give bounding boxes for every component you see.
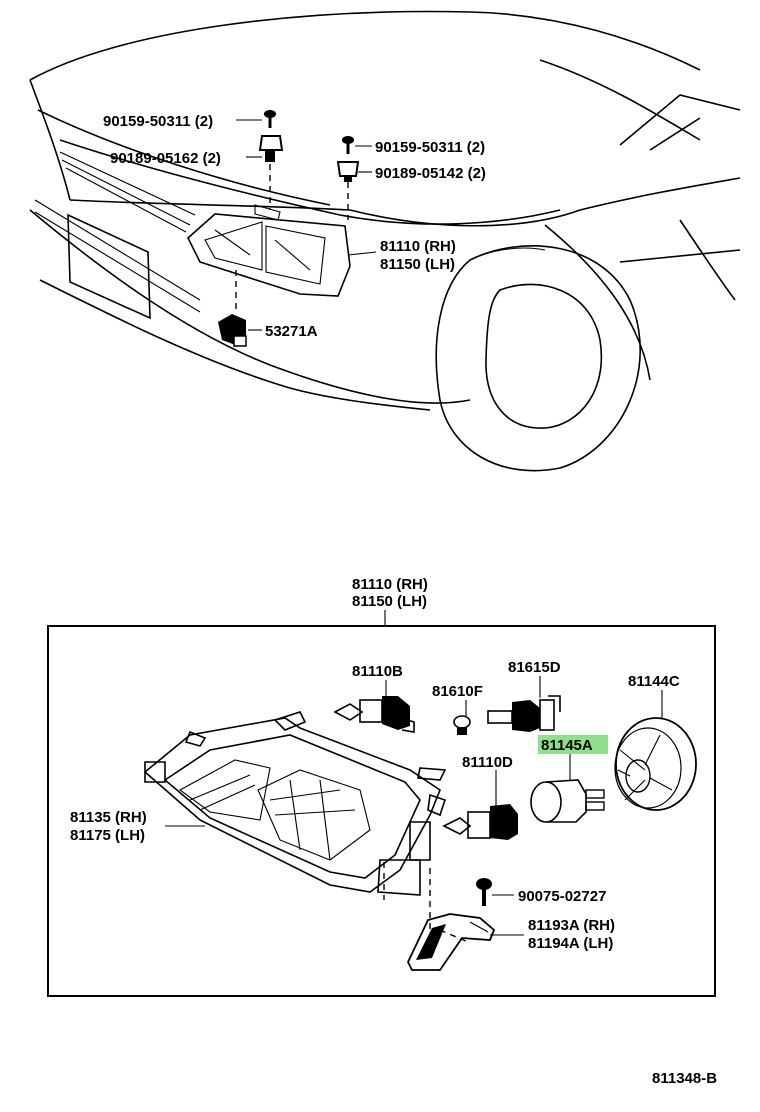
top-view-leader-lines	[235, 119, 377, 331]
figure-code: 811348-B	[652, 1070, 717, 1087]
label-bulb-small: 81610F	[432, 683, 483, 700]
label-bolt-b: 90159-50311 (2)	[375, 139, 485, 156]
low-beam-bulb-icon	[442, 804, 518, 840]
detail-leader-lines	[165, 676, 663, 943]
part-highlight	[538, 735, 608, 754]
label-bulb-high: 81110B	[352, 663, 403, 680]
label-lens-lh: 81175 (LH)	[70, 827, 145, 844]
detail-frame	[47, 625, 716, 997]
wedge-bulb-icon	[453, 715, 471, 735]
label-headlamp-rh: 81110 (RH)	[380, 238, 456, 255]
label-nut-b: 90189-05142 (2)	[375, 165, 486, 182]
dust-cover-icon	[614, 717, 697, 811]
detail-title-lh: 81150 (LH)	[352, 593, 427, 610]
socket-icon	[487, 695, 561, 732]
bulb-socket-icon	[530, 779, 605, 823]
label-screw: 90075-02727	[518, 888, 606, 905]
high-beam-bulb-icon	[333, 696, 415, 733]
label-headlamp-lh: 81150 (LH)	[380, 256, 455, 273]
label-cover: 81144C	[628, 673, 680, 690]
label-clip: 53271A	[265, 323, 318, 340]
label-bracket-lh: 81194A (LH)	[528, 935, 613, 952]
headlamp-top-view	[187, 204, 351, 297]
label-socket: 81615D	[508, 659, 561, 676]
label-nut-a: 90189-05162 (2)	[110, 150, 221, 167]
bolt-icon	[342, 136, 354, 154]
label-bolt-a: 90159-50311 (2)	[103, 113, 213, 130]
car-front-illustration	[29, 10, 741, 472]
bracket-icon	[406, 913, 496, 971]
label-highlighted-part: 81145A	[541, 737, 593, 754]
retainer-clip-icon	[218, 314, 247, 347]
label-bracket-rh: 81193A (RH)	[528, 917, 615, 934]
label-bulb-low: 81110D	[462, 754, 513, 771]
nut-icon	[258, 135, 284, 162]
bolt-icon	[264, 110, 276, 128]
headlamp-assembly-detail	[143, 711, 447, 896]
detail-title-rh: 81110 (RH)	[352, 576, 428, 593]
label-lens-rh: 81135 (RH)	[70, 809, 147, 826]
clip-nut-icon	[336, 161, 360, 182]
screw-icon	[476, 878, 492, 906]
